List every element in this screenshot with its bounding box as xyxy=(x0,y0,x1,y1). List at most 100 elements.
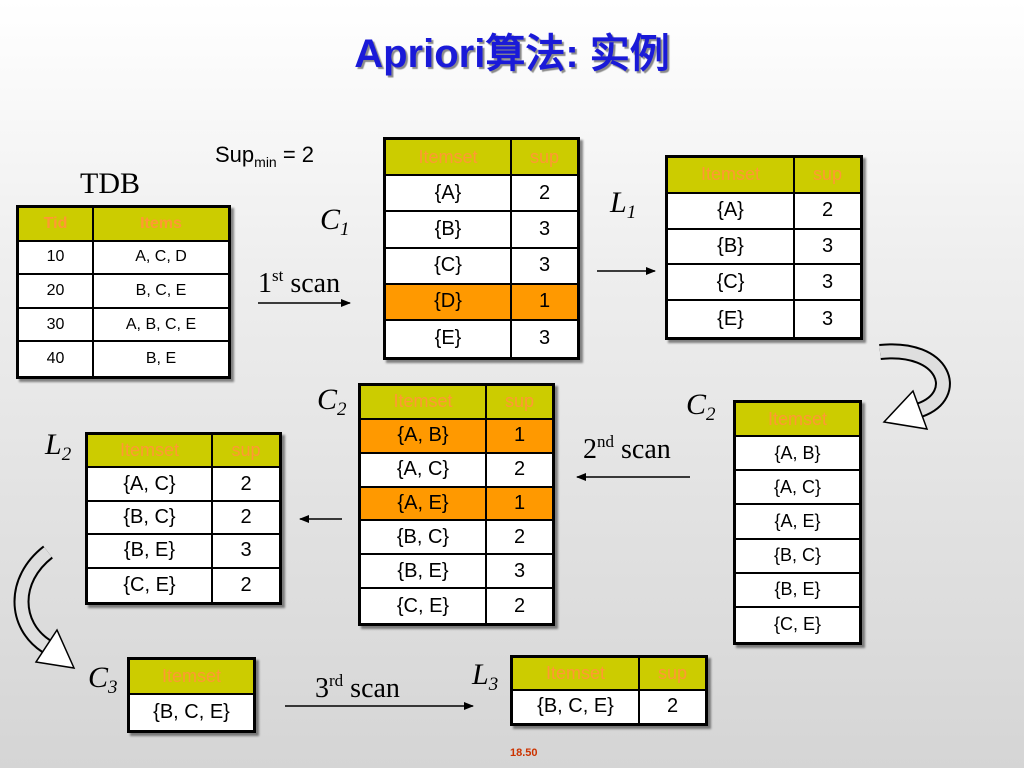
set-letter: L xyxy=(472,658,489,691)
sup-base: Sup xyxy=(215,142,255,167)
table-cell: A, B, C, E xyxy=(94,309,228,343)
slide-title: Apriori算法: 实例 xyxy=(354,32,670,76)
table-cell: {B} xyxy=(386,212,512,249)
table-cell: 3 xyxy=(512,212,577,249)
table-cell: {C, E} xyxy=(773,614,822,635)
table-cell: {C, E} xyxy=(361,589,487,623)
table-cell: 3 xyxy=(512,249,577,285)
table-cell: {D} xyxy=(386,284,512,321)
l1-label: L1 xyxy=(610,186,636,223)
table-cell: 3 xyxy=(795,230,860,266)
min-support-label: Supmin = 2 xyxy=(215,142,315,170)
scan-ordinal: 2 xyxy=(583,434,597,465)
set-letter: L xyxy=(610,186,627,219)
page-number: 18.50 xyxy=(510,747,538,759)
c1-label: C1 xyxy=(320,203,350,240)
set-index: 3 xyxy=(488,674,499,695)
table-header-cell: sup xyxy=(487,386,552,420)
table-cell: {B} xyxy=(668,229,795,266)
table-cell: 3 xyxy=(487,555,552,590)
table-cell: 2 xyxy=(487,521,552,556)
table-header-cell: Itemset xyxy=(668,158,795,194)
table-cell: B, C, E xyxy=(94,275,228,309)
table-cell: 1 xyxy=(487,487,552,522)
table-cell: 20 xyxy=(19,275,94,309)
table-cell: {A, C} xyxy=(88,468,213,502)
table-cell: {C, E} xyxy=(88,568,213,602)
table-cell: 3 xyxy=(538,327,551,350)
table-cell: 2 xyxy=(240,573,252,596)
table-cell: {A, E} xyxy=(736,505,859,540)
scan-word: scan xyxy=(614,434,671,465)
table-header-cell: sup xyxy=(213,435,279,469)
table-header-cell: Itemset xyxy=(130,660,253,695)
table-cell: {C} xyxy=(668,265,795,302)
set-letter: C xyxy=(686,388,707,421)
sup-value: = 2 xyxy=(276,142,315,167)
table-cell: {A} xyxy=(668,193,795,230)
table-cell: 3 xyxy=(213,535,279,569)
c3-table: Itemset {B, C, E} xyxy=(127,657,256,733)
table-header-cell: sup xyxy=(795,158,860,194)
second-scan-label: 2nd scan xyxy=(583,433,671,465)
table-cell: {C} xyxy=(386,248,512,285)
set-index: 3 xyxy=(108,677,118,698)
table-cell: 2 xyxy=(795,194,860,230)
table-cell: {B, C, E} xyxy=(513,690,640,723)
table-cell: {A} xyxy=(386,176,512,213)
c2-candidates-label: C2 xyxy=(686,388,716,425)
set-index: 2 xyxy=(337,399,347,420)
c3-label: C3 xyxy=(88,661,118,698)
table-cell: {B, E} xyxy=(88,535,213,569)
set-letter: C xyxy=(317,383,338,416)
table-header-cell: sup xyxy=(640,658,705,691)
table-cell: 2 xyxy=(513,594,526,617)
table-header-cell: Itemset xyxy=(386,140,512,177)
table-cell: 40 xyxy=(19,342,94,376)
set-index: 1 xyxy=(626,202,637,223)
table-cell: 2 xyxy=(213,468,279,502)
table-cell: {A, B} xyxy=(736,437,859,472)
set-letter: C xyxy=(88,661,109,694)
scan-ordinal-suffix: rd xyxy=(329,671,344,690)
sup-subscript: min xyxy=(254,154,277,170)
table-header-cell: Items xyxy=(94,208,228,242)
set-index: 2 xyxy=(61,444,72,465)
table-cell: 1 xyxy=(512,284,577,321)
table-cell: {B, C, E} xyxy=(153,701,230,723)
set-letter: C xyxy=(320,203,341,236)
table-cell: {E} xyxy=(386,320,512,357)
l2-label: L2 xyxy=(45,428,71,465)
table-cell: {B, C} xyxy=(88,501,213,536)
tdb-label: TDB xyxy=(80,167,140,200)
table-cell: 1 xyxy=(487,419,552,454)
table-header-cell: Itemset xyxy=(736,403,859,438)
table-cell: 30 xyxy=(19,308,94,343)
table-cell: 2 xyxy=(487,454,552,488)
table-header-cell: Itemset xyxy=(88,435,213,469)
set-letter: L xyxy=(45,428,62,461)
set-index: 2 xyxy=(706,404,716,425)
table-cell: 2 xyxy=(213,502,279,536)
scan-ordinal-suffix: st xyxy=(272,266,284,285)
table-cell: {A, E} xyxy=(361,487,487,522)
scan-ordinal-suffix: nd xyxy=(597,432,614,451)
table-cell: {A, B} xyxy=(361,419,487,454)
table-header-cell: Itemset xyxy=(513,658,640,691)
table-cell: A, C, D xyxy=(94,242,228,276)
curved-arrow-l2-to-c3 xyxy=(13,545,76,669)
l3-label: L3 xyxy=(472,658,498,695)
table-cell: 3 xyxy=(821,307,834,330)
table-cell: 3 xyxy=(795,265,860,302)
scan-word: scan xyxy=(283,268,341,299)
scan-ordinal: 3 xyxy=(315,673,329,704)
table-cell: {B, C} xyxy=(361,521,487,556)
table-header-cell: Tid xyxy=(19,208,94,242)
table-cell: {B, C} xyxy=(736,540,859,574)
first-scan-label: 1st scan xyxy=(258,267,341,299)
